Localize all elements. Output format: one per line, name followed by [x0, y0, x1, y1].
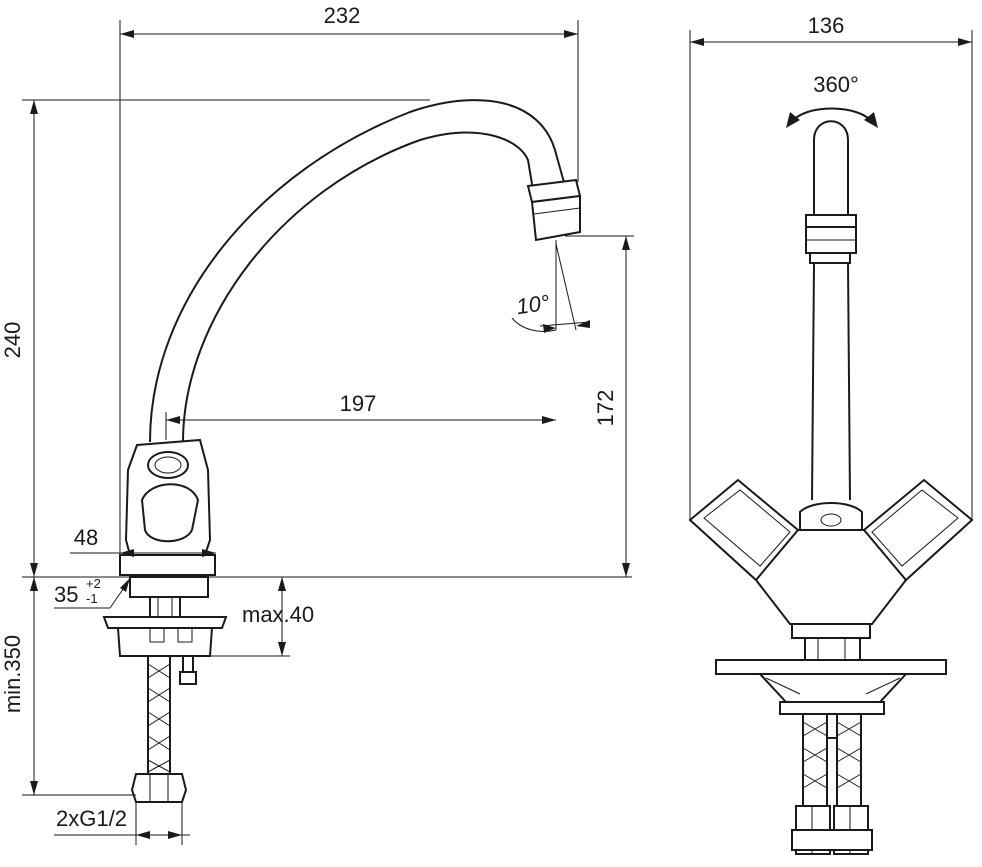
- side-view: 232 240 10° 197: [0, 3, 634, 845]
- front-mounting: [715, 637, 947, 739]
- front-view: 136 360°: [688, 13, 974, 855]
- dim-base-tolerance: [54, 578, 130, 609]
- dim-base-width: [70, 549, 216, 557]
- dim-label-spout-height: 172: [593, 390, 618, 427]
- dim-label-spout-angle: 10°: [515, 290, 552, 319]
- dim-spout-height: [565, 235, 634, 577]
- tolerance-lower: -1: [86, 591, 98, 606]
- front-body: [688, 478, 974, 639]
- valve-body: [119, 438, 216, 576]
- dim-label-connection-thread: 2xG1/2: [56, 806, 127, 831]
- dim-connection-thread: [54, 802, 190, 845]
- front-hoses: [791, 713, 873, 855]
- dim-label-rotation: 360°: [813, 72, 859, 97]
- tolerance-upper: +2: [86, 576, 101, 591]
- left-handle: [688, 478, 800, 582]
- dim-max-deck: [210, 577, 290, 657]
- dim-label-max-deck: max.40: [242, 602, 314, 627]
- dim-label-side-width: 136: [808, 13, 845, 38]
- dim-spout-angle: [511, 240, 591, 333]
- dim-label-base-tolerance: 35: [54, 582, 78, 607]
- dim-side-width: [689, 30, 973, 520]
- dim-label-overall-height: 240: [0, 322, 25, 359]
- braided-hose: [130, 655, 188, 803]
- rotation-indicator: [786, 107, 878, 128]
- dim-label-overall-width: 232: [324, 3, 361, 28]
- dim-overall-width: [119, 20, 579, 555]
- dim-overall-height: [22, 99, 632, 578]
- front-spout: [805, 120, 857, 501]
- spout: [149, 99, 582, 443]
- dim-label-base-width: 48: [74, 525, 98, 550]
- dim-label-spout-reach: 197: [340, 391, 377, 416]
- right-handle: [862, 478, 974, 582]
- dim-spout-reach: [165, 412, 556, 440]
- dim-label-min-hose: min.350: [0, 635, 25, 713]
- dim-min-hose: [22, 577, 136, 796]
